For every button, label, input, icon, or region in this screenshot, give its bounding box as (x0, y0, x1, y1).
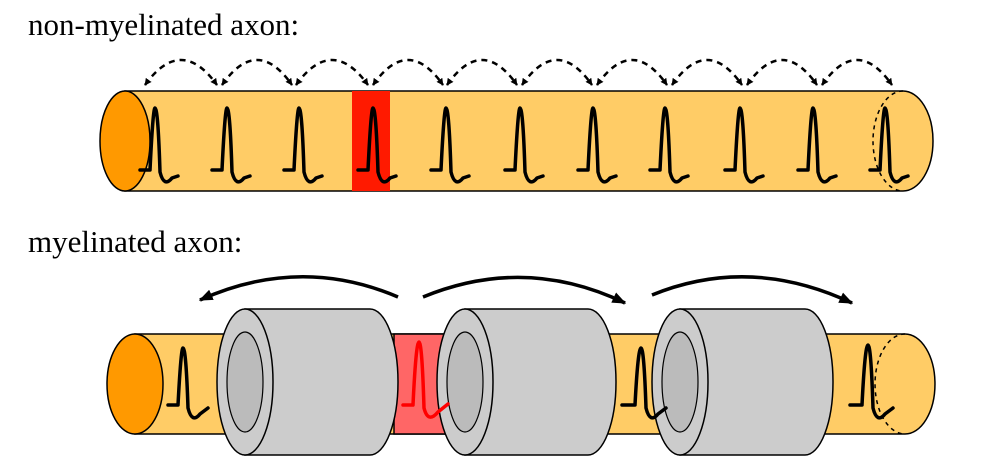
node-action-potentials (166, 340, 895, 420)
axon-body (124, 90, 934, 192)
arrow-2 (220, 58, 294, 86)
non-myelinated-axon (99, 58, 934, 192)
arrow-10 (820, 58, 894, 86)
arrow-backward (198, 274, 399, 302)
myelin-sheath-2 (436, 308, 617, 456)
node-spike-1 (166, 346, 210, 420)
arrow-1 (143, 58, 219, 86)
spike-8 (648, 106, 690, 184)
spike-4 (356, 106, 398, 184)
spike-10 (796, 106, 838, 184)
action-potentials (138, 106, 910, 184)
myelinated-title: myelinated axon: (28, 224, 243, 259)
node-spike-2 (401, 340, 450, 419)
arrow-8 (670, 58, 744, 86)
myelinated-near-end (106, 333, 164, 435)
spike-7 (576, 106, 618, 184)
saltatory-arrows (198, 274, 854, 305)
spike-2 (210, 106, 252, 184)
myelinated-far-end-hidden (874, 333, 906, 435)
myelin-sheath-1 (216, 308, 399, 456)
arrow-9 (745, 58, 819, 86)
dashed-arrows (143, 58, 894, 86)
axon-near-end (99, 90, 151, 192)
axon-far-end-hidden (872, 90, 904, 192)
arrow-forward-2 (651, 275, 854, 305)
myelin-sheath-3 (651, 308, 834, 456)
arrow-7 (595, 58, 669, 86)
spike-1 (138, 106, 180, 184)
arrow-3 (294, 58, 370, 86)
spike-3 (282, 106, 324, 184)
arrow-4 (371, 58, 445, 86)
node-spike-4 (848, 343, 895, 420)
spike-11 (868, 106, 910, 184)
spike-6 (503, 106, 545, 184)
node-spike-3 (620, 346, 668, 420)
non-myelinated-title: non-myelinated axon: (28, 7, 300, 42)
arrow-6 (520, 58, 594, 86)
arrow-5 (445, 58, 519, 86)
arrow-forward-1 (422, 275, 627, 305)
spike-9 (723, 106, 765, 184)
myelinated-axon (106, 274, 936, 456)
spike-5 (429, 106, 471, 184)
